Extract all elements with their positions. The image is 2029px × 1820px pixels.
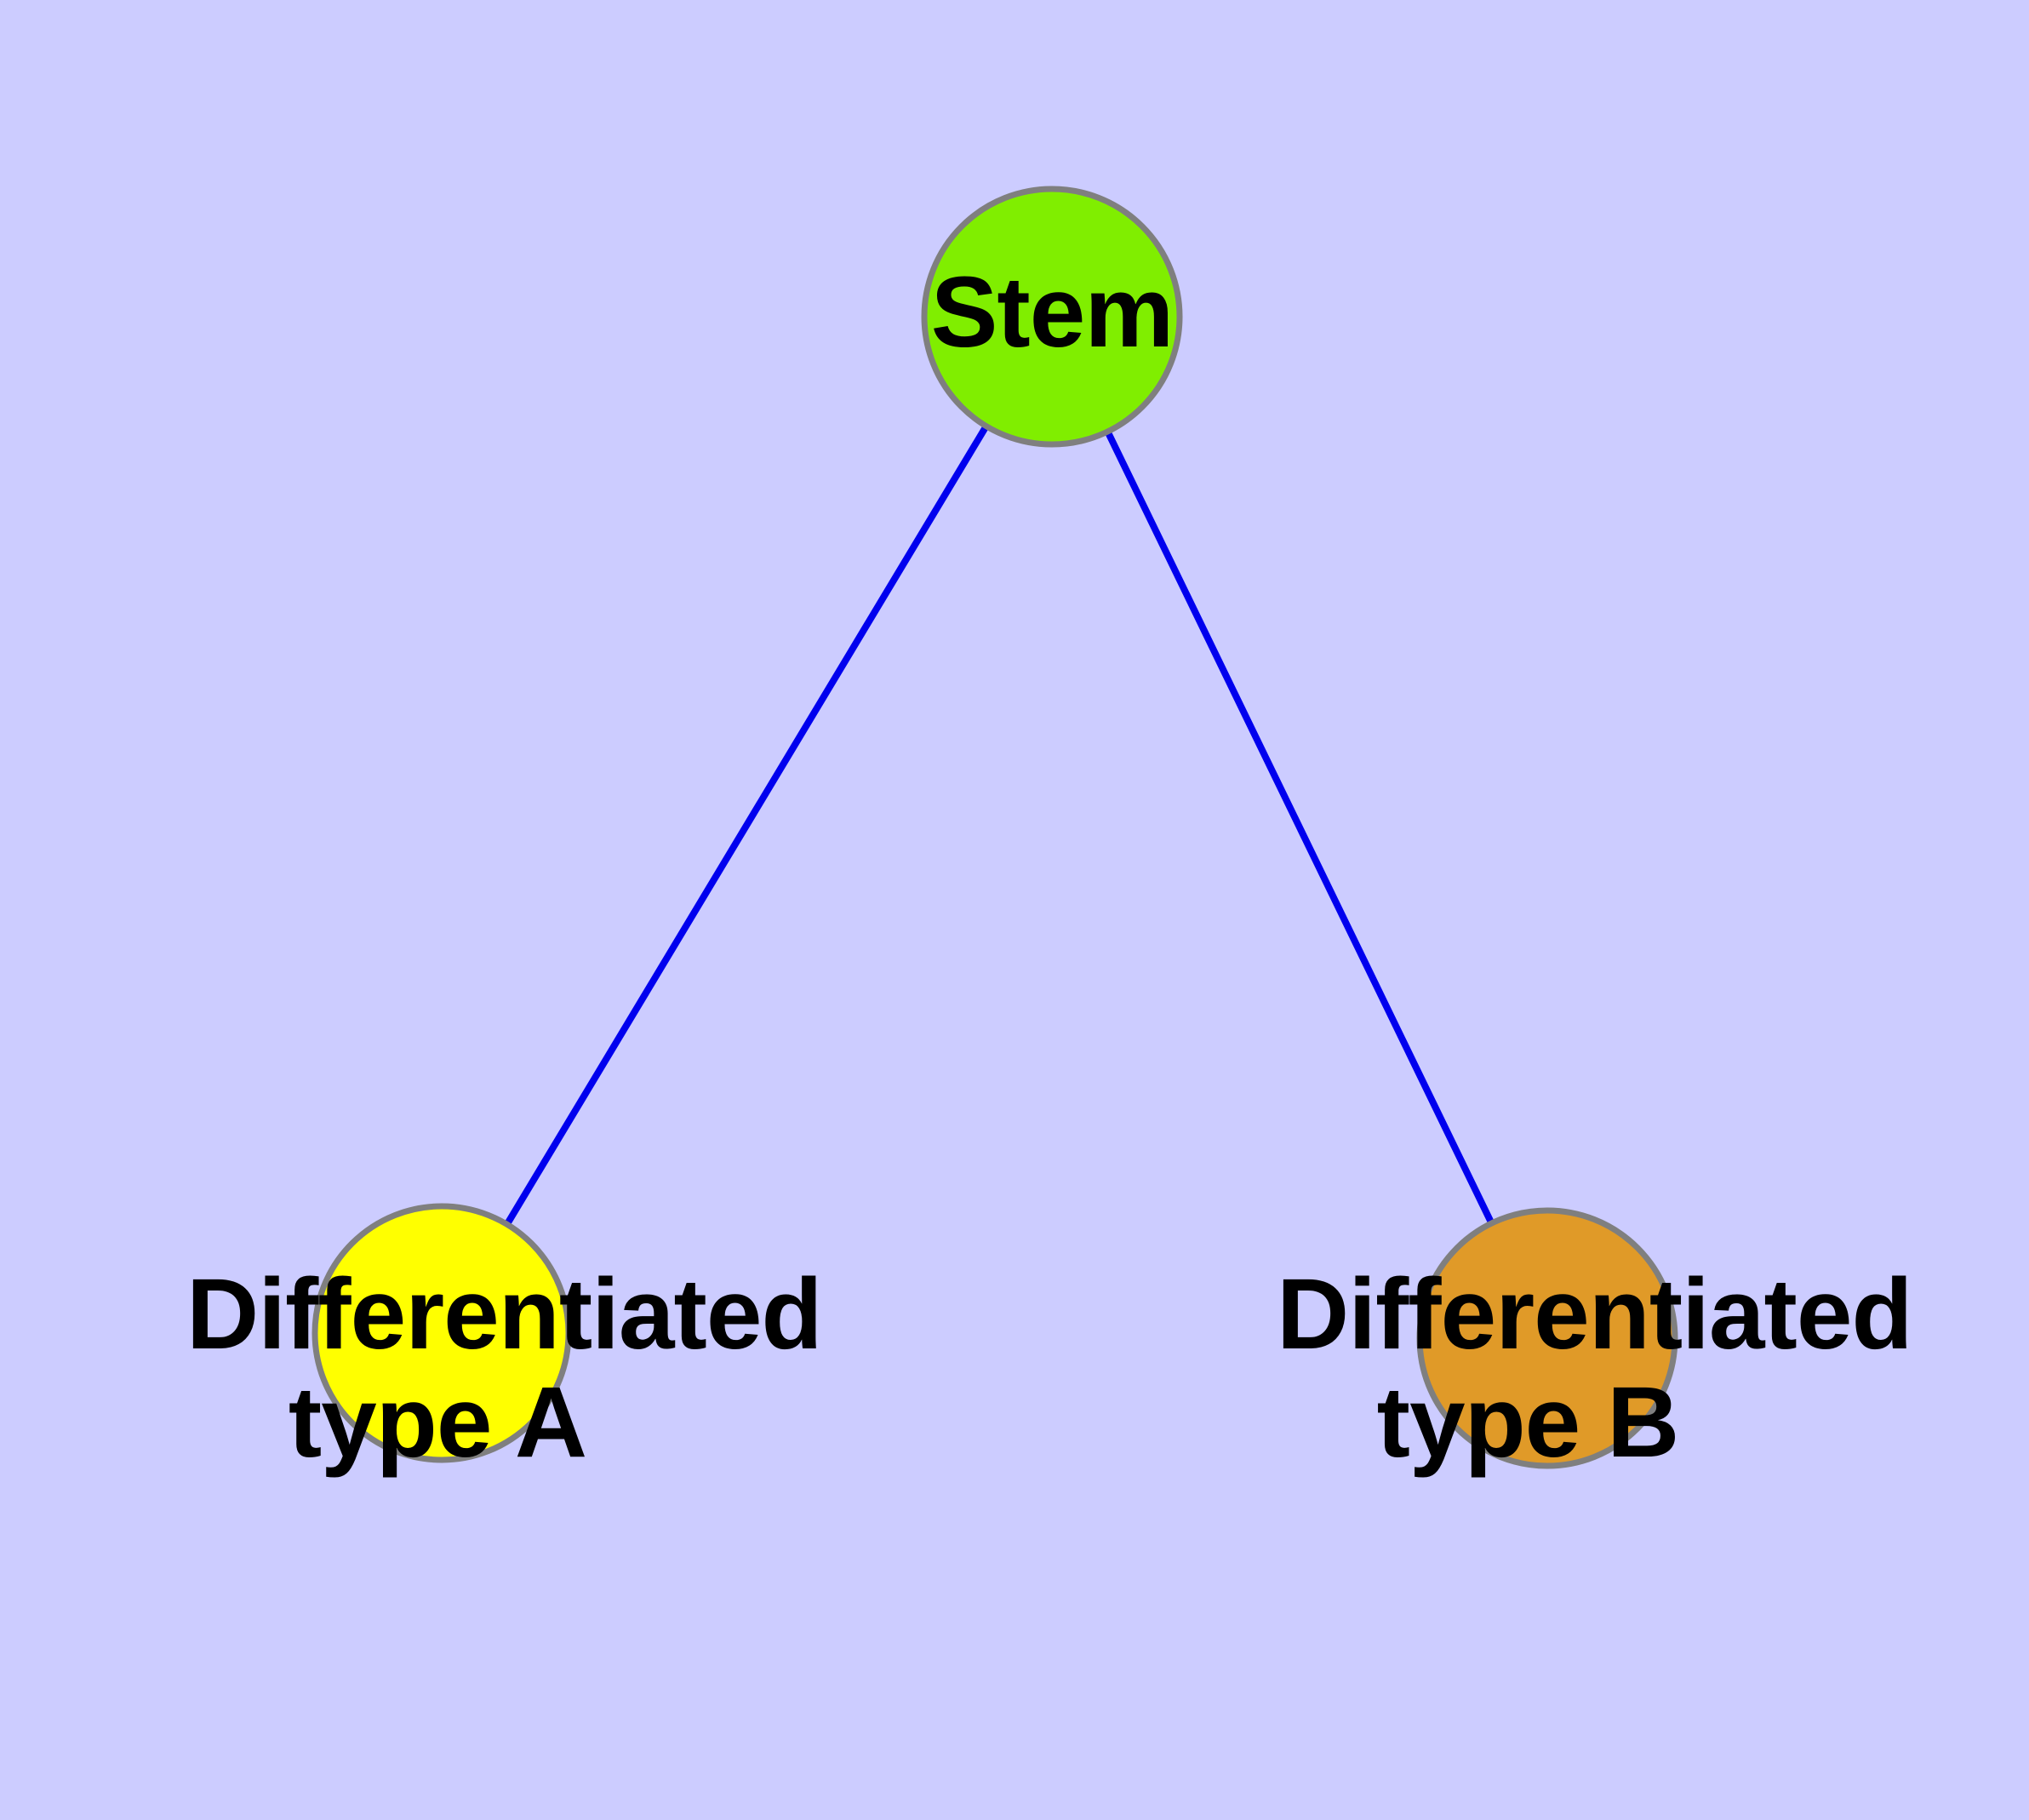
edges-group — [504, 423, 1495, 1228]
edge-stem-to-differentiated-type-b[interactable] — [1104, 428, 1495, 1227]
node-stem[interactable] — [921, 186, 1183, 448]
node-differentiated-type-a[interactable] — [311, 1203, 572, 1463]
node-differentiated-type-b[interactable] — [1416, 1207, 1678, 1469]
nodes-group — [311, 186, 1678, 1469]
edge-stem-to-differentiated-type-a[interactable] — [504, 423, 990, 1228]
